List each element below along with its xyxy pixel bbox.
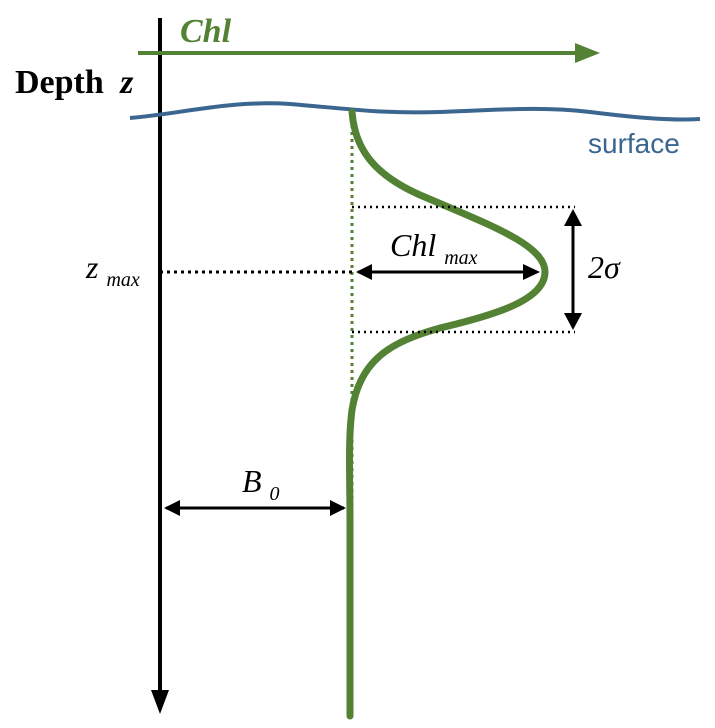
two-sigma-label: 2σ: [588, 249, 621, 285]
chl-axis: [138, 43, 600, 63]
depth-axis-label: Depth z: [15, 64, 134, 101]
chl-max-base: Chl: [390, 227, 436, 263]
sea-surface-line: [129, 101, 701, 122]
b0-arrow: [164, 500, 346, 516]
chl-max-arrow: [356, 264, 540, 280]
chl-axis-label: Chl: [180, 13, 232, 50]
b0-subscript: 0: [270, 483, 280, 505]
depth-axis: [151, 18, 169, 714]
two-sigma-arrow: [564, 209, 582, 330]
chl-max-label: Chl max: [390, 227, 478, 269]
b0-base: B: [242, 463, 262, 499]
z-max-subscript: max: [106, 269, 139, 291]
chlorophyll-profile-curve: [346, 108, 549, 720]
z-max-base: z: [85, 249, 99, 285]
depth-axis-word: Depth: [15, 64, 104, 101]
b0-label: B 0: [242, 463, 280, 505]
depth-axis-variable: z: [119, 64, 134, 101]
surface-label: surface: [588, 128, 680, 159]
chl-max-subscript: max: [444, 247, 477, 269]
z-max-label: z max: [85, 249, 140, 291]
